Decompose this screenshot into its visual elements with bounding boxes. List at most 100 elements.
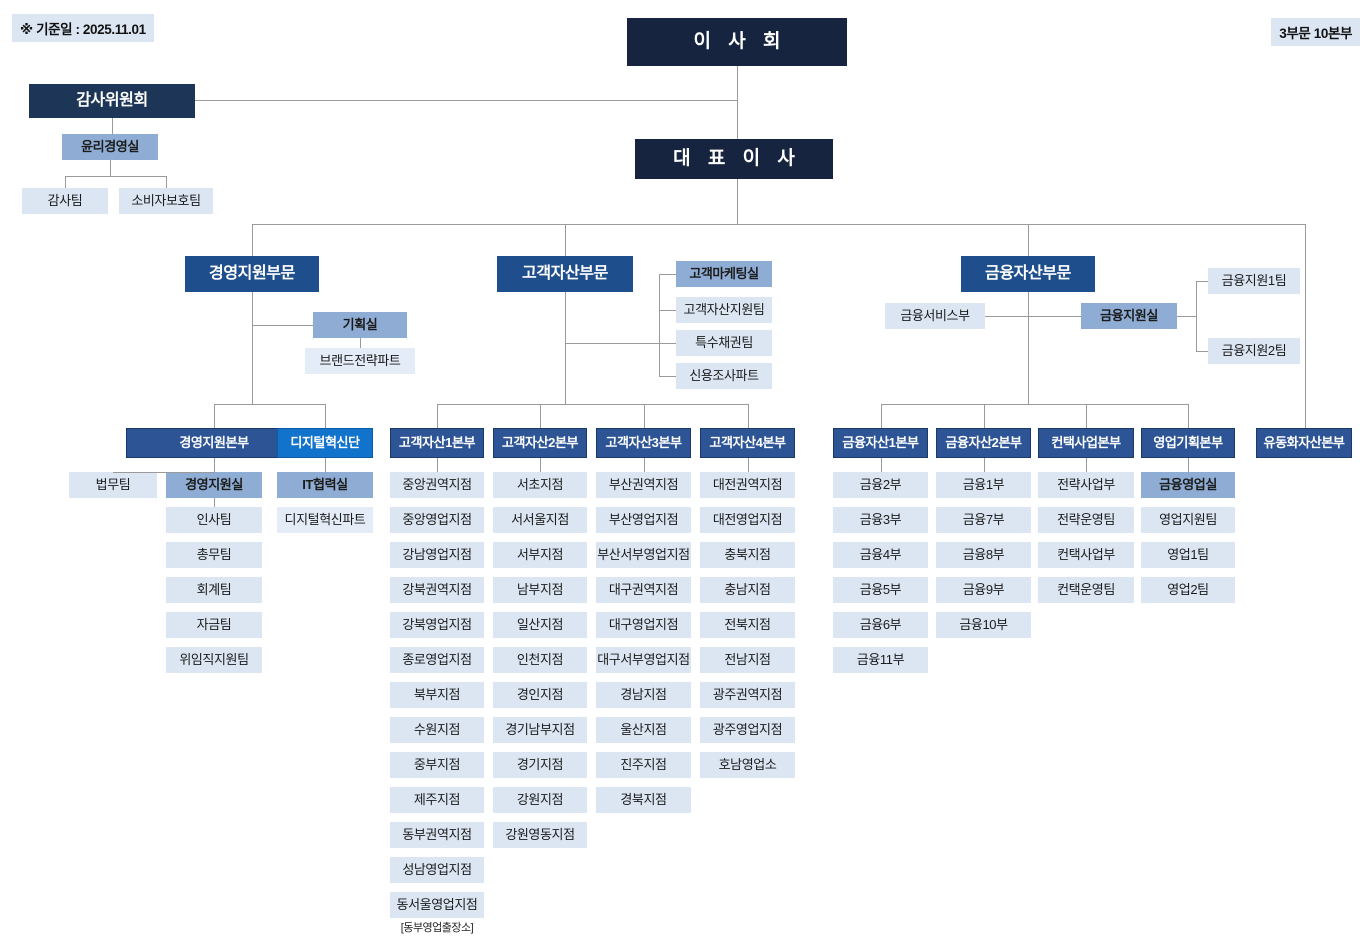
cust-staff-box-0[interactable]: 고객마케팅실 xyxy=(676,261,772,287)
financial-support-office-box[interactable]: 금융지원실 xyxy=(1081,303,1177,329)
mgmt-support-team-box-2[interactable]: 회계팀 xyxy=(166,577,262,603)
branch-box-0-7[interactable]: 수원지점 xyxy=(390,717,484,743)
management-support-office-box[interactable]: 경영지원실 xyxy=(166,472,262,498)
planning-office-box[interactable]: 기획실 xyxy=(313,312,407,338)
mgmt-support-team-box-0[interactable]: 인사팀 xyxy=(166,507,262,533)
branch-box-0-3[interactable]: 강북권역지점 xyxy=(390,577,484,603)
branch-box-1-0[interactable]: 서초지점 xyxy=(493,472,587,498)
hq-box-경영지원본부[interactable]: 경영지원본부 xyxy=(126,428,302,458)
brand-strategy-part-box[interactable]: 브랜드전략파트 xyxy=(305,348,415,374)
fin-team-box-3-2[interactable]: 영업2팀 xyxy=(1141,577,1235,603)
audit-team-box-0[interactable]: 감사팀 xyxy=(22,188,108,214)
it-cooperation-office-box[interactable]: IT협력실 xyxy=(277,472,373,498)
branch-box-1-10[interactable]: 강원영동지점 xyxy=(493,822,587,848)
branch-box-1-9[interactable]: 강원지점 xyxy=(493,787,587,813)
fin-office-box-3[interactable]: 금융영업실 xyxy=(1141,472,1235,498)
management-division-box[interactable]: 경영지원부문 xyxy=(185,256,319,292)
branch-box-0-10[interactable]: 동부권역지점 xyxy=(390,822,484,848)
branch-box-3-5[interactable]: 전남지점 xyxy=(700,647,795,673)
branch-box-0-5[interactable]: 종로영업지점 xyxy=(390,647,484,673)
branch-box-0-2[interactable]: 강남영업지점 xyxy=(390,542,484,568)
branch-box-2-6[interactable]: 경남지점 xyxy=(596,682,691,708)
branch-box-0-6[interactable]: 북부지점 xyxy=(390,682,484,708)
branch-box-0-12[interactable]: 동서울영업지점 xyxy=(390,892,484,918)
branch-box-2-4[interactable]: 대구영업지점 xyxy=(596,612,691,638)
fin-team-box-0-5[interactable]: 금융11부 xyxy=(833,647,928,673)
fin-team-box-1-4[interactable]: 금융10부 xyxy=(936,612,1031,638)
fin-team-box-2-1[interactable]: 전략운영팀 xyxy=(1038,507,1134,533)
financial-service-dept-box[interactable]: 금융서비스부 xyxy=(885,303,985,329)
fin-team-box-1-2[interactable]: 금융8부 xyxy=(936,542,1031,568)
fin-team-box-3-0[interactable]: 영업지원팀 xyxy=(1141,507,1235,533)
financial-support-team-box-0[interactable]: 금융지원1팀 xyxy=(1208,268,1300,294)
branch-box-3-3[interactable]: 충남지점 xyxy=(700,577,795,603)
branch-box-1-4[interactable]: 일산지점 xyxy=(493,612,587,638)
fin-team-box-0-2[interactable]: 금융4부 xyxy=(833,542,928,568)
hq-box-금융자산1본부[interactable]: 금융자산1본부 xyxy=(833,428,928,458)
branch-box-2-2[interactable]: 부산서부영업지점 xyxy=(596,542,691,568)
branch-box-1-1[interactable]: 서서울지점 xyxy=(493,507,587,533)
branch-box-1-8[interactable]: 경기지점 xyxy=(493,752,587,778)
ethics-office-box[interactable]: 윤리경영실 xyxy=(62,134,158,160)
fin-team-box-1-3[interactable]: 금융9부 xyxy=(936,577,1031,603)
fin-team-box-0-0[interactable]: 금융2부 xyxy=(833,472,928,498)
branch-box-2-0[interactable]: 부산권역지점 xyxy=(596,472,691,498)
fin-team-box-1-1[interactable]: 금융7부 xyxy=(936,507,1031,533)
branch-box-0-1[interactable]: 중앙영업지점 xyxy=(390,507,484,533)
cust-staff-box-3[interactable]: 신용조사파트 xyxy=(676,363,772,389)
branch-box-3-4[interactable]: 전북지점 xyxy=(700,612,795,638)
digital-innovation-part-box[interactable]: 디지털혁신파트 xyxy=(277,507,373,533)
branch-box-1-3[interactable]: 남부지점 xyxy=(493,577,587,603)
fin-team-box-2-3[interactable]: 컨택운영팀 xyxy=(1038,577,1134,603)
branch-box-0-9[interactable]: 제주지점 xyxy=(390,787,484,813)
ceo-box[interactable]: 대 표 이 사 xyxy=(635,139,833,179)
customer-asset-division-box[interactable]: 고객자산부문 xyxy=(497,256,633,292)
fin-team-box-2-2[interactable]: 컨택사업부 xyxy=(1038,542,1134,568)
hq-box-고객자산2본부[interactable]: 고객자산2본부 xyxy=(493,428,587,458)
branch-box-0-11[interactable]: 성남영업지점 xyxy=(390,857,484,883)
branch-box-0-4[interactable]: 강북영업지점 xyxy=(390,612,484,638)
branch-box-1-5[interactable]: 인천지점 xyxy=(493,647,587,673)
branch-box-2-7[interactable]: 울산지점 xyxy=(596,717,691,743)
branch-box-1-7[interactable]: 경기남부지점 xyxy=(493,717,587,743)
branch-box-3-8[interactable]: 호남영업소 xyxy=(700,752,795,778)
fin-team-box-0-4[interactable]: 금융6부 xyxy=(833,612,928,638)
fin-team-box-1-0[interactable]: 금융1부 xyxy=(936,472,1031,498)
branch-box-3-0[interactable]: 대전권역지점 xyxy=(700,472,795,498)
cust-staff-box-1[interactable]: 고객자산지원팀 xyxy=(676,297,772,323)
fin-team-box-2-0[interactable]: 전략사업부 xyxy=(1038,472,1134,498)
branch-box-2-1[interactable]: 부산영업지점 xyxy=(596,507,691,533)
branch-box-2-3[interactable]: 대구권역지점 xyxy=(596,577,691,603)
hq-box-금융자산2본부[interactable]: 금융자산2본부 xyxy=(936,428,1031,458)
branch-box-3-1[interactable]: 대전영업지점 xyxy=(700,507,795,533)
branch-box-0-0[interactable]: 중앙권역지점 xyxy=(390,472,484,498)
branch-box-3-6[interactable]: 광주권역지점 xyxy=(700,682,795,708)
hq-box-고객자산3본부[interactable]: 고객자산3본부 xyxy=(596,428,691,458)
financial-asset-division-box[interactable]: 금융자산부문 xyxy=(961,256,1095,292)
mgmt-support-team-box-1[interactable]: 총무팀 xyxy=(166,542,262,568)
mgmt-support-team-box-3[interactable]: 자금팀 xyxy=(166,612,262,638)
hq-box-영업기획본부[interactable]: 영업기획본부 xyxy=(1141,428,1235,458)
hq-box-고객자산1본부[interactable]: 고객자산1본부 xyxy=(390,428,484,458)
fin-team-box-3-1[interactable]: 영업1팀 xyxy=(1141,542,1235,568)
audit-committee-box[interactable]: 감사위원회 xyxy=(29,84,195,118)
board-of-directors-box[interactable]: 이 사 회 xyxy=(627,18,847,66)
branch-box-3-2[interactable]: 충북지점 xyxy=(700,542,795,568)
branch-box-2-9[interactable]: 경북지점 xyxy=(596,787,691,813)
branch-box-2-8[interactable]: 진주지점 xyxy=(596,752,691,778)
cust-staff-box-2[interactable]: 특수채권팀 xyxy=(676,330,772,356)
branch-box-0-8[interactable]: 중부지점 xyxy=(390,752,484,778)
hq-box-컨택사업본부[interactable]: 컨택사업본부 xyxy=(1038,428,1134,458)
fin-team-box-0-1[interactable]: 금융3부 xyxy=(833,507,928,533)
legal-team-box[interactable]: 법무팀 xyxy=(69,472,157,498)
financial-support-team-box-1[interactable]: 금융지원2팀 xyxy=(1208,338,1300,364)
branch-box-1-2[interactable]: 서부지점 xyxy=(493,542,587,568)
hq-box-디지털혁신단[interactable]: 디지털혁신단 xyxy=(277,428,373,458)
branch-box-3-7[interactable]: 광주영업지점 xyxy=(700,717,795,743)
branch-box-2-5[interactable]: 대구서부영업지점 xyxy=(596,647,691,673)
branch-box-1-6[interactable]: 경인지점 xyxy=(493,682,587,708)
fin-team-box-0-3[interactable]: 금융5부 xyxy=(833,577,928,603)
mgmt-support-team-box-4[interactable]: 위임직지원팀 xyxy=(166,647,262,673)
audit-team-box-1[interactable]: 소비자보호팀 xyxy=(119,188,213,214)
hq-box-유동화자산본부[interactable]: 유동화자산본부 xyxy=(1256,428,1352,458)
